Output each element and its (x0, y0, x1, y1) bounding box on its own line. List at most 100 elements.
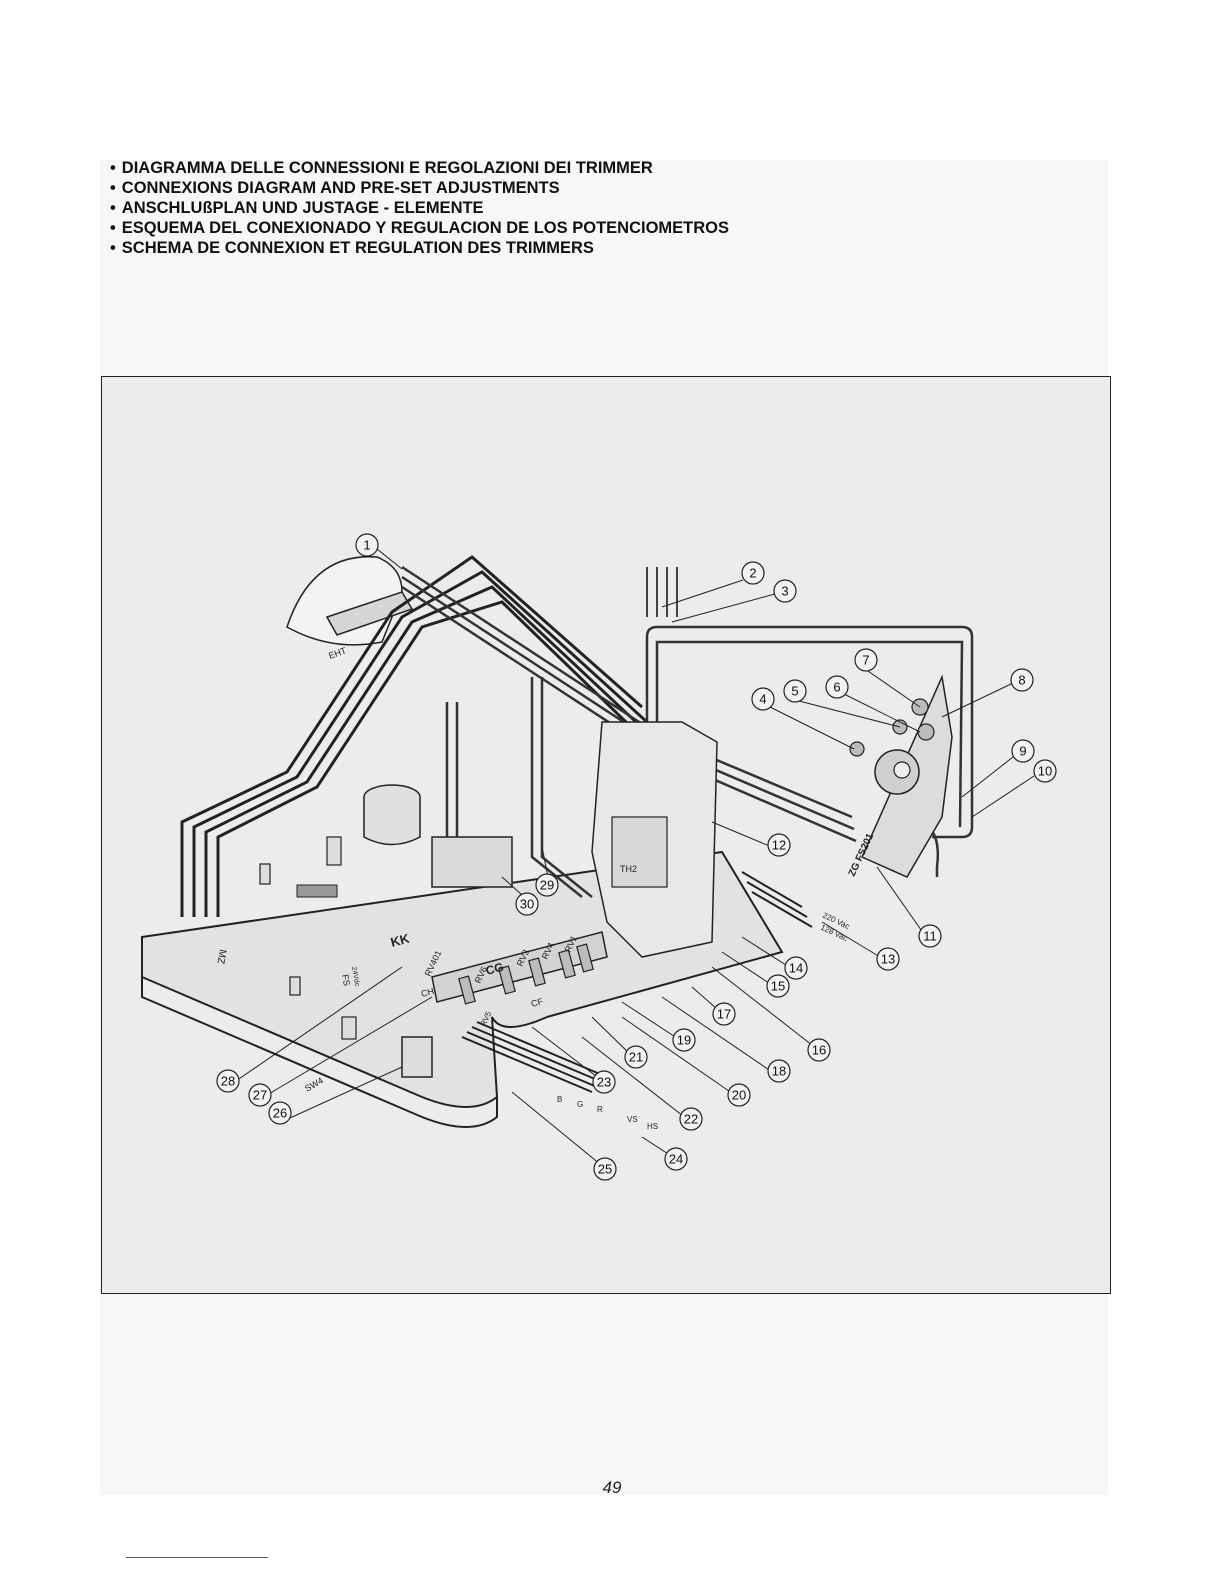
main-board-edge (141, 977, 498, 1128)
svg-text:5: 5 (791, 684, 798, 699)
svg-text:20: 20 (732, 1088, 746, 1103)
callout-17: 17 (712, 1002, 736, 1026)
footnote-rule (126, 1557, 268, 1558)
eht-cap (325, 591, 414, 636)
svg-text:7: 7 (862, 653, 869, 668)
callout-27: 27 (248, 1083, 272, 1107)
svg-text:19: 19 (677, 1033, 691, 1048)
svg-text:26: 26 (273, 1106, 287, 1121)
mains-connector-pins (741, 871, 813, 928)
label-conn-vs: VS (627, 1115, 638, 1124)
callout-4: 4 (751, 687, 775, 711)
focus-knob-hole (893, 761, 911, 779)
callout-2: 2 (741, 561, 765, 585)
callout-15: 15 (766, 974, 790, 998)
svg-text:25: 25 (598, 1162, 612, 1177)
trimmer-nut-d (849, 741, 865, 757)
transformer-core (611, 816, 668, 888)
small-capacitor-d (259, 863, 271, 885)
page-number: 49 (602, 1478, 622, 1497)
callout-29: 29 (535, 873, 559, 897)
callout-30: 30 (515, 892, 539, 916)
svg-text:15: 15 (771, 979, 785, 994)
svg-text:13: 13 (881, 952, 895, 967)
heading-list: DIAGRAMMA DELLE CONNESSIONI E REGOLAZION… (110, 158, 729, 258)
label-mz: MZ (215, 948, 228, 964)
callout-19: 19 (672, 1028, 696, 1052)
svg-text:21: 21 (629, 1050, 643, 1065)
svg-text:12: 12 (772, 838, 786, 853)
svg-text:9: 9 (1019, 744, 1026, 759)
svg-text:18: 18 (772, 1064, 786, 1079)
callout-7: 7 (854, 648, 878, 672)
callout-14: 14 (784, 956, 808, 980)
svg-text:6: 6 (833, 680, 840, 695)
svg-text:22: 22 (684, 1112, 698, 1127)
label-cg: CG (484, 960, 505, 978)
heading-english: CONNEXIONS DIAGRAM AND PRE-SET ADJUSTMEN… (110, 178, 729, 198)
svg-text:11: 11 (923, 929, 937, 944)
callout-21: 21 (624, 1045, 648, 1069)
label-conn-b: B (557, 1095, 562, 1104)
callout-8: 8 (1010, 668, 1034, 692)
callout-11: 11 (918, 924, 942, 948)
label-conn-hs: HS (647, 1122, 658, 1131)
trimmer-shafts (458, 943, 594, 1005)
callout-28: 28 (216, 1069, 240, 1093)
label-th2: TH2 (620, 864, 637, 874)
heading-french: SCHEMA DE CONNEXION ET REGULATION DES TR… (110, 238, 729, 258)
callout-26: 26 (268, 1101, 292, 1125)
label-cf: CF (530, 996, 545, 1009)
label-sw4: SW4 (303, 1075, 325, 1093)
heading-spanish: ESQUEMA DEL CONEXIONADO Y REGULACION DE … (110, 218, 729, 238)
label-eht: EHT (327, 645, 348, 661)
switch-sw4 (401, 1036, 433, 1078)
svg-text:8: 8 (1018, 673, 1025, 688)
small-capacitor-b (289, 976, 301, 996)
svg-text:10: 10 (1038, 764, 1052, 779)
heading-italian: DIAGRAMMA DELLE CONNESSIONI E REGOLAZION… (110, 158, 729, 178)
svg-text:17: 17 (717, 1007, 731, 1022)
callout-13: 13 (876, 947, 900, 971)
heading-german: ANSCHLUßPLAN UND JUSTAGE - ELEMENTE (110, 198, 729, 218)
capacitor-large-body (363, 797, 421, 846)
callout-23: 23 (592, 1070, 616, 1094)
callout-9: 9 (1011, 739, 1035, 763)
svg-text:4: 4 (759, 692, 766, 707)
small-capacitor-c (341, 1016, 357, 1040)
svg-text:16: 16 (812, 1043, 826, 1058)
svg-text:29: 29 (540, 878, 554, 893)
svg-text:23: 23 (597, 1075, 611, 1090)
svg-text:3: 3 (781, 584, 788, 599)
callout-20: 20 (727, 1083, 751, 1107)
label-ch: CH (420, 986, 435, 999)
label-conn-r: R (597, 1105, 603, 1114)
callout-5: 5 (783, 679, 807, 703)
callout-6: 6 (825, 675, 849, 699)
label-24vdc: 24Vdc (350, 966, 360, 987)
callout-12: 12 (767, 833, 791, 857)
label-fs: FS (340, 974, 352, 987)
small-capacitor-a (326, 836, 342, 866)
svg-text:30: 30 (520, 897, 534, 912)
callout-3: 3 (773, 579, 797, 603)
connection-diagram-frame: EHT MZ KK CH CG CF TH2 ZG FS201 RV401 RV… (101, 376, 1111, 1294)
callout-24: 24 (664, 1147, 688, 1171)
callout-18: 18 (767, 1059, 791, 1083)
ic-chip (296, 884, 338, 898)
label-conn-g: G (577, 1100, 583, 1109)
callout-16: 16 (807, 1038, 831, 1062)
connection-diagram: EHT MZ KK CH CG CF TH2 ZG FS201 RV401 RV… (141, 533, 1057, 1181)
trimmer-nut-b (917, 723, 935, 741)
svg-text:27: 27 (253, 1088, 267, 1103)
callout-10: 10 (1033, 759, 1057, 783)
pot-bracket (431, 931, 608, 1003)
callout-1: 1 (355, 533, 379, 557)
callout-22: 22 (679, 1107, 703, 1131)
svg-text:1: 1 (363, 538, 370, 553)
callout-markers: 1 2 3 4 5 6 7 8 9 10 11 12 13 14 15 16 1… (216, 533, 1057, 1181)
cable-vertical-pair (646, 567, 678, 617)
cable-bundle-left (180, 555, 659, 917)
svg-text:24: 24 (669, 1152, 683, 1167)
svg-text:14: 14 (789, 961, 803, 976)
